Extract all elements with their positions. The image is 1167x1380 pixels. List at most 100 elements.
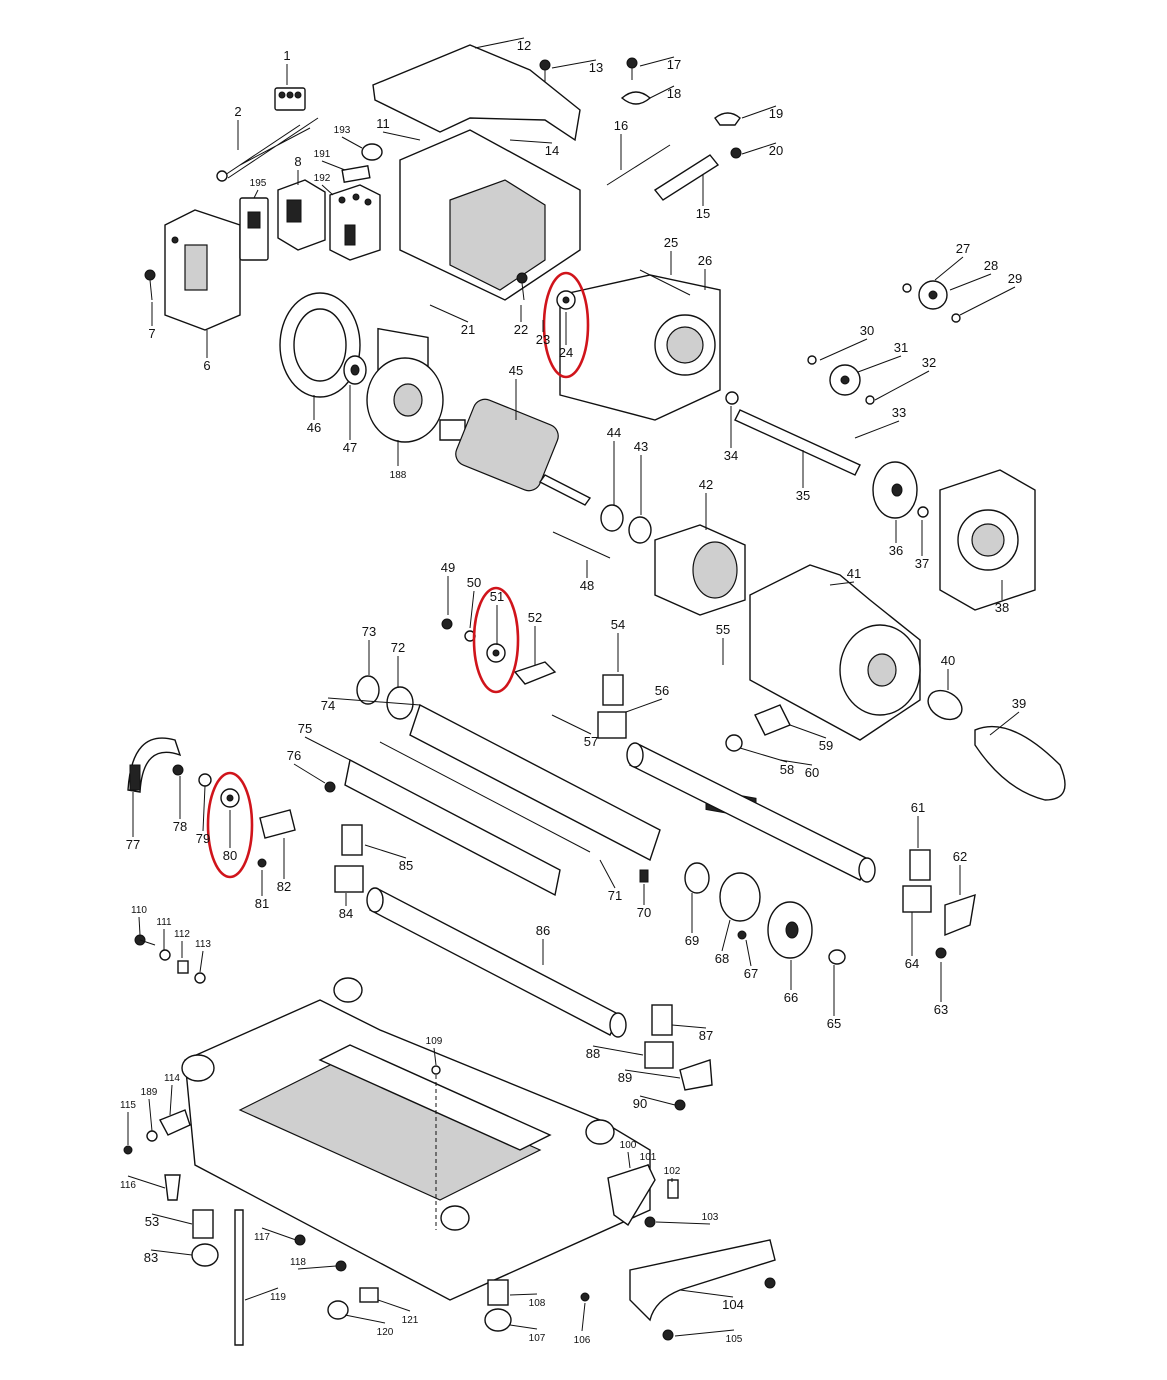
part-label-17: 17 [667,57,681,72]
part-label-115: 115 [120,1100,136,1111]
bearing-part [600,504,624,532]
leader-line-12 [474,37,525,49]
part-label-111: 111 [156,917,172,928]
lever-part [607,1164,656,1227]
part-label-26: 26 [698,253,712,268]
part-label-35: 35 [796,488,810,503]
part-label-55: 55 [716,622,730,637]
screw-part [134,934,156,946]
part-label-109: 109 [426,1036,443,1047]
leader-line-104 [679,1289,734,1298]
screw-part [580,1292,590,1302]
grommet-part [361,143,383,161]
field-coil-part [654,524,746,616]
leader-line-57 [551,714,592,735]
leader-line-11 [382,131,421,141]
part-label-6: 6 [203,358,210,373]
leader-line-75 [304,736,351,761]
leader-line-74 [327,697,421,706]
leader-line-27 [934,256,964,281]
leader-line-71 [599,859,616,889]
leader-line-118 [297,1265,337,1270]
spring-part [651,1004,673,1036]
leader-line-113 [199,950,204,973]
pin-part [164,1174,181,1201]
part-label-121: 121 [402,1315,419,1326]
cutter-head-part [344,704,661,897]
leader-line-89 [624,1069,681,1079]
switch-part [277,179,326,251]
part-label-43: 43 [634,439,648,454]
screw-part [737,930,747,940]
nut-part [191,1243,219,1267]
leader-line-193 [341,136,363,149]
part-label-52: 52 [528,610,542,625]
leader-line-32 [874,370,930,401]
leader-line-50 [469,590,475,629]
screw-part [335,1260,347,1272]
part-callout-leaders [127,37,1020,1337]
bracket-part [679,1059,713,1091]
leader-line-76 [293,763,326,784]
screw-part [441,618,453,630]
fan-housing-part [279,292,361,398]
part-label-79: 79 [196,831,210,846]
part-label-87: 87 [699,1028,713,1043]
leader-line-119 [244,1287,279,1301]
part-label-19: 19 [769,106,783,121]
part-label-7: 7 [148,326,155,341]
part-label-188: 188 [390,470,407,481]
part-label-63: 63 [934,1002,948,1017]
leader-line-108 [509,1293,538,1296]
screw-part [123,1145,133,1155]
leader-line-88 [592,1045,644,1056]
screw-part [674,1099,686,1111]
leader-line-59 [789,724,827,739]
screw-part [662,1329,674,1341]
part-label-86: 86 [536,923,550,938]
leader-line-30 [819,338,868,361]
part-label-191: 191 [314,149,331,160]
pulley-hub [785,921,799,939]
leader-line-68 [721,919,731,952]
washer-part [194,972,206,984]
part-label-20: 20 [769,143,783,158]
highlight-oval-80 [206,771,254,879]
base-frame-part [181,977,651,1301]
threaded-rod-part [234,1209,244,1346]
part-label-12: 12 [517,38,531,53]
washer-part [725,391,739,405]
chip-cover-part [629,1239,776,1322]
part-label-189: 189 [141,1087,158,1098]
part-label-2: 2 [234,104,241,119]
leader-line-83 [150,1249,193,1256]
part-label-64: 64 [905,956,919,971]
pulley-hub [891,483,903,497]
part-label-105: 105 [726,1334,743,1345]
washer-part [159,949,171,961]
brush-holder-part [754,704,791,736]
part-label-68: 68 [715,951,729,966]
block-part [334,865,364,893]
part-label-53: 53 [145,1214,159,1229]
leader-line-109 [433,1047,437,1066]
highlight-oval-24 [542,271,590,379]
roller-part [626,742,876,883]
part-label-119: 119 [270,1292,286,1303]
part-label-16: 16 [614,118,628,133]
leader-line-21 [429,304,469,323]
part-label-46: 46 [307,420,321,435]
part-label-1: 1 [283,48,290,63]
part-label-104: 104 [722,1297,744,1312]
part-label-60: 60 [805,765,819,780]
part-label-84: 84 [339,906,353,921]
leader-line-90 [639,1095,676,1106]
part-label-48: 48 [580,578,594,593]
clip-part [714,112,741,126]
part-label-102: 102 [664,1166,681,1177]
part-label-192: 192 [314,173,331,184]
leader-line-31 [857,355,902,373]
leader-line-56 [625,698,663,713]
part-label-27: 27 [956,241,970,256]
